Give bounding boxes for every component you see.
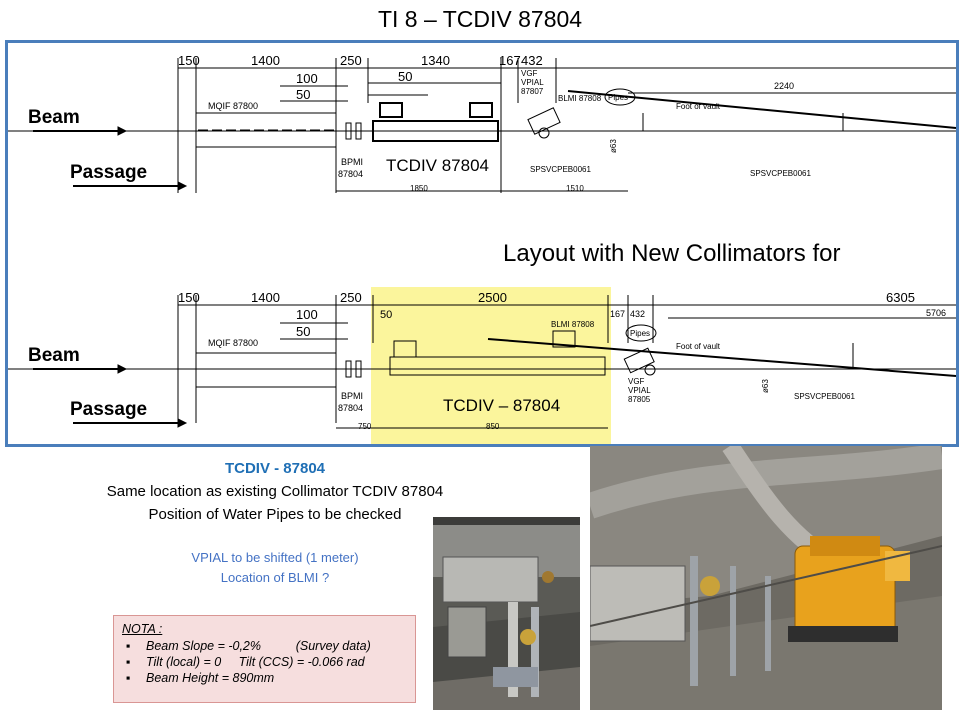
- bottom-bpmi-num: 87804: [338, 403, 363, 413]
- top-pipes-label: Pipes: [608, 93, 628, 102]
- top-bpmi-label: BPMI: [341, 157, 363, 167]
- top-passage-arrow: [177, 181, 188, 191]
- top-tcdiv-body: [372, 120, 499, 142]
- tunnel-photo-closeup: [433, 517, 580, 710]
- bottom-dim-167: 167: [610, 309, 625, 319]
- bottom-beam-arrow: [117, 364, 128, 374]
- top-mqif-label: MQIF 87800: [208, 101, 258, 111]
- bottom-vgf-label: VGF: [628, 377, 645, 386]
- top-foot-label: Foot of vault: [676, 102, 721, 111]
- bottom-spsv-label: SPSVCPEB0061: [794, 392, 855, 401]
- bottom-tcdiv-motor: [552, 330, 576, 348]
- top-dim-50a: 50: [296, 87, 310, 102]
- top-tcdiv-motor: [469, 102, 493, 118]
- bottom-pipes-oval: [625, 324, 657, 342]
- bottom-pipes-label: Pipes: [630, 329, 650, 338]
- top-dim-2240: 2240: [774, 81, 794, 91]
- top-bpmi-num: 87804: [338, 169, 363, 179]
- bottom-vpial-label: VPIAL: [628, 386, 651, 395]
- bottom-vpial-valve: [644, 364, 656, 376]
- top-dim-1400: 1400: [251, 53, 280, 68]
- top-pipes-oval: [604, 88, 636, 106]
- caption-line-1: Same location as existing Collimator TCD…: [106, 483, 444, 500]
- top-dim-1340: 1340: [421, 53, 450, 68]
- bottom-dim-750: 750: [358, 422, 372, 431]
- top-tcdiv-label: TCDIV 87804: [386, 156, 489, 175]
- bottom-tcdiv-motor: [393, 340, 417, 358]
- bottom-dim-100: 100: [296, 307, 318, 322]
- nota-item: Beam Slope = -0,2% (Survey data): [122, 639, 407, 653]
- caption-line-2: Position of Water Pipes to be checked: [148, 506, 402, 523]
- top-dim-432: 432: [521, 53, 543, 68]
- bottom-foot-of-vault-line: [487, 338, 956, 377]
- nota-box: NOTA : Beam Slope = -0,2% (Survey data) …: [113, 615, 416, 703]
- caption-note-2: Location of BLMI ?: [220, 570, 330, 585]
- tunnel-photo-overview: [590, 446, 942, 710]
- layout-drawing-svg: Beam Passage 150 1400 250 1340 167 432 2…: [8, 53, 956, 444]
- top-dim-1510: 1510: [566, 184, 584, 193]
- nota-heading: NOTA :: [122, 622, 163, 636]
- tunnel-photo-closeup-svg: [433, 517, 580, 710]
- top-vpial-box: [527, 107, 561, 135]
- bottom-labels: Beam Passage 150 1400 250 2500 167 432 6…: [28, 290, 946, 431]
- top-dim-250: 250: [340, 53, 362, 68]
- bottom-tcdiv-body: [389, 356, 606, 376]
- highlight-zone: [371, 287, 611, 444]
- nota-item: Tilt (local) = 0 Tilt (CCS) = -0.066 rad: [122, 655, 407, 669]
- layout-heading: Layout with New Collimators for: [503, 240, 840, 267]
- bottom-dim-250: 250: [340, 290, 362, 305]
- top-foot-of-vault-line: [567, 90, 956, 129]
- top-blmi-label: BLMI 87808: [558, 94, 602, 103]
- bottom-bpmi-label: BPMI: [341, 391, 363, 401]
- top-labels: Beam Passage 150 1400 250 1340 167 432 2…: [28, 53, 811, 193]
- top-vpial-label: VPIAL: [521, 78, 544, 87]
- bottom-dim-150: 150: [178, 290, 200, 305]
- caption-title: TCDIV - 87804: [224, 460, 326, 477]
- bottom-dim-2500: 2500: [478, 290, 507, 305]
- layout-drawing: Beam Passage 150 1400 250 1340 167 432 2…: [5, 40, 959, 447]
- top-vgf-label: VGF: [521, 69, 538, 78]
- bottom-dim-5706: 5706: [926, 308, 946, 318]
- bottom-tcdiv-label: TCDIV – 87804: [443, 396, 560, 415]
- bottom-vpial-num: 87805: [628, 395, 651, 404]
- bottom-dim-850: 850: [486, 422, 500, 431]
- top-beam-label: Beam: [28, 107, 80, 128]
- top-dim-167: 167: [499, 53, 521, 68]
- top-phi-label: ø63: [609, 139, 618, 153]
- bottom-mqif-label: MQIF 87800: [208, 338, 258, 348]
- top-layout: [8, 58, 956, 193]
- bottom-dim-6305: 6305: [886, 290, 915, 305]
- top-vpial-num: 87807: [521, 87, 544, 96]
- bottom-foot-label: Foot of vault: [676, 342, 721, 351]
- top-passage-label: Passage: [70, 162, 147, 183]
- bottom-passage-label: Passage: [70, 399, 147, 420]
- bottom-phi-label: ø63: [761, 379, 770, 393]
- page-title: TI 8 – TCDIV 87804: [377, 6, 583, 32]
- nota-item: Beam Height = 890mm: [122, 671, 407, 685]
- tunnel-photo-overview-svg: [590, 446, 942, 710]
- bottom-vpial-box: [623, 347, 655, 374]
- bottom-dim-432: 432: [630, 309, 645, 319]
- top-dim-50b: 50: [398, 69, 412, 84]
- top-beam-arrow: [117, 126, 128, 136]
- top-spsv-label-1: SPSVCPEB0061: [530, 165, 591, 174]
- top-dim-100: 100: [296, 71, 318, 86]
- top-vpial-valve: [538, 127, 550, 139]
- top-tcdiv-motor: [379, 102, 403, 118]
- bottom-dim-50b: 50: [380, 309, 392, 321]
- bottom-mqif-body: [195, 352, 337, 388]
- top-dim-1850: 1850: [410, 184, 428, 193]
- bottom-passage-arrow: [177, 418, 188, 428]
- top-spsv-label-2: SPSVCPEB0061: [750, 169, 811, 178]
- bottom-dim-1400: 1400: [251, 290, 280, 305]
- caption-note-1: VPIAL to be shifted (1 meter): [191, 550, 359, 565]
- top-dim-150: 150: [178, 53, 200, 68]
- bottom-dim-50a: 50: [296, 324, 310, 339]
- bottom-beam-label: Beam: [28, 345, 80, 366]
- bottom-layout: [8, 295, 956, 429]
- nota-list: Beam Slope = -0,2% (Survey data) Tilt (l…: [122, 639, 407, 685]
- top-mqif-body: [195, 112, 337, 148]
- bottom-blmi-label: BLMI 87808: [551, 320, 595, 329]
